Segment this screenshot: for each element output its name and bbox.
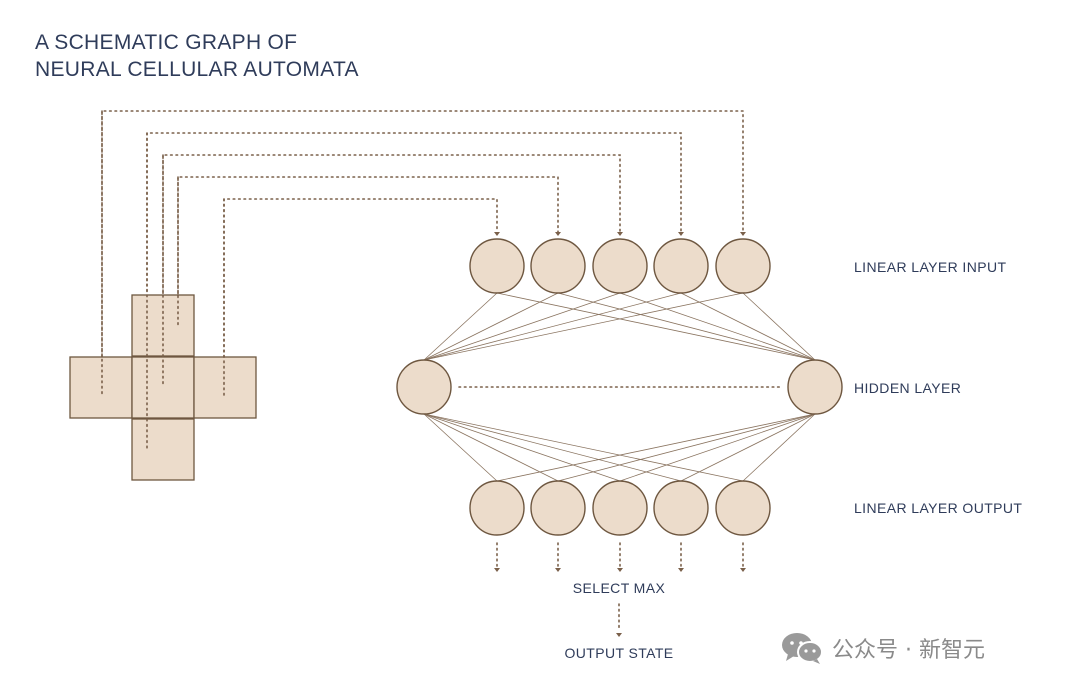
arrow-down-icon [678, 232, 684, 236]
edges-group [423, 292, 816, 482]
arrow-down-icon [555, 568, 561, 572]
label-output-state: OUTPUT STATE [564, 645, 674, 661]
output-node [715, 480, 771, 536]
edge-input-hidden [557, 292, 816, 361]
edge-hidden-output [496, 413, 816, 482]
label-linear-layer-input: LINEAR LAYER INPUT [854, 259, 1007, 275]
edge-input-hidden [496, 292, 816, 361]
edge-hidden-output [423, 413, 682, 482]
edge-input-hidden [423, 292, 621, 361]
input-node [715, 238, 771, 294]
input-node [592, 238, 648, 294]
nodes-group [396, 238, 843, 536]
arrow-down-icon [616, 633, 622, 637]
edge-input-hidden [619, 292, 816, 361]
edge-hidden-output [423, 413, 621, 482]
edge-input-hidden [423, 292, 682, 361]
arrow-down-icon [494, 232, 500, 236]
edge-input-hidden [423, 292, 559, 361]
hidden-node [787, 359, 843, 415]
input-node [653, 238, 709, 294]
arrow-down-icon [678, 568, 684, 572]
dotted-connector [223, 198, 498, 396]
cell-neighborhood-cross [69, 110, 257, 481]
input-node [469, 238, 525, 294]
cross-cell [131, 356, 195, 419]
arrow-down-icon [494, 568, 500, 572]
hidden-node [396, 359, 452, 415]
edge-hidden-output [557, 413, 816, 482]
title-line-2: NEURAL CELLULAR AUTOMATA [35, 58, 359, 81]
arrow-down-icon [740, 568, 746, 572]
cross-cell [69, 356, 133, 419]
watermark-text: 公众号 · 新智元 [832, 638, 985, 663]
output-node [592, 480, 648, 536]
edge-hidden-output [619, 413, 816, 482]
edge-hidden-output [423, 413, 559, 482]
arrow-down-icon [555, 232, 561, 236]
edge-input-hidden [423, 292, 498, 361]
label-linear-layer-output: LINEAR LAYER OUTPUT [854, 500, 1023, 516]
edge-hidden-output [423, 413, 498, 482]
arrow-down-icon [617, 568, 623, 572]
output-node [653, 480, 709, 536]
watermark: 公众号 · 新智元 [780, 630, 985, 666]
wechat-logo-icon [782, 633, 823, 664]
title-line-1: A SCHEMATIC GRAPH OF [35, 31, 298, 54]
edge-input-hidden [680, 292, 816, 361]
edge-hidden-output [742, 413, 816, 482]
cross-cell [131, 418, 195, 481]
dotted-connector [101, 110, 744, 396]
edge-hidden-output [423, 413, 744, 482]
edge-input-hidden [742, 292, 816, 361]
arrow-down-icon [617, 232, 623, 236]
input-node [530, 238, 586, 294]
label-hidden-layer: HIDDEN LAYER [854, 380, 962, 396]
edge-input-hidden [423, 292, 744, 361]
cross-cell [193, 356, 257, 419]
output-node [530, 480, 586, 536]
dotted-connector [177, 176, 559, 327]
edge-hidden-output [680, 413, 816, 482]
label-select-max: SELECT MAX [572, 580, 666, 596]
cross-cell [131, 294, 195, 357]
arrow-down-icon [740, 232, 746, 236]
output-node [469, 480, 525, 536]
